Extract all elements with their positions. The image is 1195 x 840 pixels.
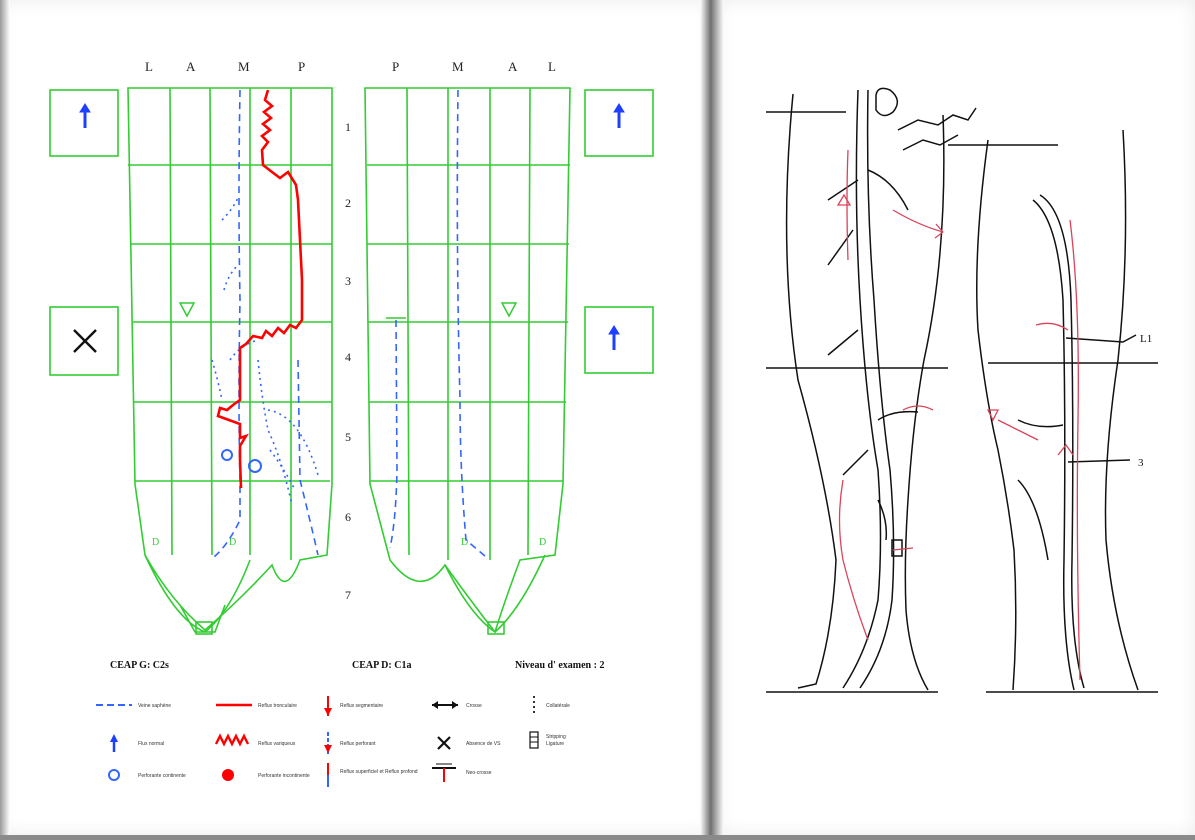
hand-drawn-leg-sketch: L1 3 [718,0,1195,835]
col-header-right-2: M [452,59,464,74]
perforator-icon [222,450,232,460]
triangle-marker-left [180,303,194,316]
vein-sketch [903,135,958,150]
collateral-vein [222,198,238,220]
vein-sketch [876,88,897,115]
ceap-left-label: CEAP G: C2s [110,660,169,671]
collateral-vein [268,410,318,475]
vein-sketch [828,330,858,355]
leg-outline [977,140,1016,690]
leg-vein-grid-diagram: L A M P P M A L 1 2 3 4 5 6 7 [0,0,710,835]
vein-sketch [1033,200,1074,690]
vein-sketch [1018,480,1048,560]
level-7: 7 [345,588,351,602]
vein-sketch [843,90,881,688]
leg-outline [787,94,836,688]
scan-shadow-gutter [700,0,724,835]
legend: Veine saphène Flux normal Perforante con… [96,696,570,787]
legend-reflux-seg: Reflux segmentaire [340,703,383,709]
col-header-right-1: P [392,59,399,74]
legend-reflux-perf: Reflux perforant [340,741,376,747]
collateral-vein [258,360,292,505]
scan-shadow-left [0,0,10,835]
legend-stripping: Stripping [546,734,566,740]
collateral-vein [224,265,238,290]
level-2: 2 [345,196,351,210]
ceap-mapping-sheet: L A M P P M A L 1 2 3 4 5 6 7 [0,0,710,835]
exam-level-label: Niveau d' examen : 2 [515,660,604,671]
legend-collateral: Collatérale [546,703,570,709]
vein-sketch [898,108,976,130]
level-1: 1 [345,120,351,134]
absence-cross-icon [74,330,96,352]
collateral-vein [212,360,222,400]
grid-mark-1: D [152,537,159,548]
box-right-mid [585,307,653,373]
flow-arrow-icon [614,104,624,128]
annotation-3: 3 [1138,457,1144,469]
legend-reflux-tronc: Reflux tronculaire [258,703,297,709]
col-header-left-2: A [186,59,196,74]
col-header-right-3: A [508,59,518,74]
grid-mark-4: D [539,537,546,548]
annotation-leader [1066,335,1136,342]
level-3: 3 [345,274,351,288]
level-4: 4 [345,350,351,364]
collateral-vein [230,340,258,360]
vein-sketch [843,450,868,475]
legend-absence: Absence de VS [466,741,501,747]
vein-sketch [1018,420,1063,427]
legend-crossing: Crosse [466,703,482,709]
col-header-right-4: L [548,59,556,74]
legend-neo: Neo-crosse [466,770,492,776]
flow-arrow-icon [80,104,90,128]
left-leg-grid [128,88,332,634]
col-header-left-1: L [145,59,153,74]
annotation-l1: L1 [1140,333,1152,345]
reflux-sketch-line [1070,220,1080,680]
reflux-sketch-line [840,480,869,640]
triangle-marker-right [502,303,516,316]
legend-perforator-incont: Perforante incontinente [258,773,310,779]
legend-flow: Flux normal [138,741,164,747]
vein-sketch [868,170,908,210]
col-header-left-4: P [298,59,305,74]
leg-outline [1106,130,1139,690]
ceap-right-label: CEAP D: C1a [352,660,411,671]
reflux-sketch-line [998,420,1038,440]
reflux-sketch-line [893,210,943,232]
saphenous-vein-left [214,90,318,557]
vein-sketch [828,230,853,265]
level-6: 6 [345,510,351,524]
reflux-sketch-line [903,406,933,410]
legend-perforator-cont: Perforante continente [138,773,186,779]
level-5: 5 [345,430,351,444]
legend-saphenous: Veine saphène [138,703,171,709]
leg-outline [905,115,944,690]
col-header-left-3: M [238,59,250,74]
legend-reflux-variq: Reflux variqueux [258,741,296,747]
reflux-sketch-line [893,548,913,550]
leg-sketch-drawing: L1 3 [718,0,1195,835]
legend-reflux-combined: Reflux superficiel et Reflux profond [340,769,418,775]
reflux-path [218,90,302,488]
flow-arrow-icon [609,326,619,350]
reflux-triangle-icon [838,195,850,205]
legend-ligation: Ligature [546,741,564,747]
vein-sketch [860,90,894,688]
saphenous-vein-right [390,90,485,556]
grid-mark-3: D [461,537,468,548]
